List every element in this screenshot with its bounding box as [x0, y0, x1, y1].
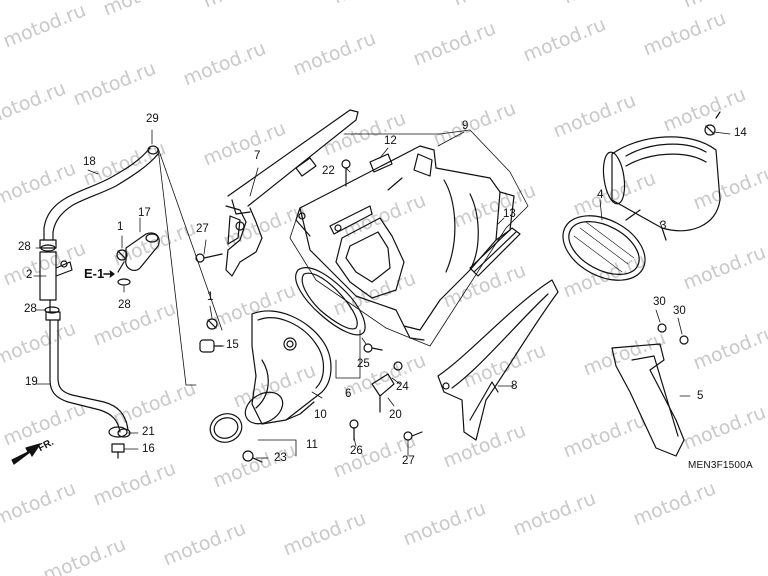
air-cleaner-element-4: [562, 209, 646, 281]
callout-25: 25: [357, 358, 370, 370]
callout-27: 27: [196, 223, 209, 235]
front-arrow: [11, 443, 41, 465]
callout-15: 15: [226, 339, 239, 351]
diagram-code: MEN3F1500A: [688, 460, 753, 471]
part-13: [469, 227, 521, 277]
part-12: [369, 153, 393, 173]
callout-22: 22: [322, 165, 335, 177]
callout-6: 6: [345, 388, 352, 400]
callout-5: 5: [697, 390, 704, 402]
callout-4: 4: [597, 189, 604, 201]
callout-23: 23: [274, 452, 287, 464]
callout-9: 9: [462, 120, 469, 132]
bracket-stay-7: [225, 109, 359, 277]
plug-16: [111, 443, 125, 459]
bolt-27-left: [195, 253, 223, 263]
clip-21: [108, 426, 128, 438]
mud-guard-5: [611, 343, 685, 457]
clip-28-c: [117, 278, 131, 286]
callout-29: 29: [146, 113, 159, 125]
callout-30: 30: [673, 305, 686, 317]
screw-23: [242, 450, 263, 463]
breather-hose-18: [43, 145, 159, 241]
callout-14: 14: [734, 127, 747, 139]
band-11: [209, 391, 284, 443]
bolt-14: [704, 111, 721, 136]
air-filter-3: [602, 136, 721, 241]
bolt-30-a: [657, 323, 667, 333]
gasket-6: [295, 267, 366, 336]
callout-3: 3: [660, 220, 667, 232]
breather-joint-2: [39, 239, 73, 301]
cap-17: [117, 232, 160, 273]
callout-17: 17: [138, 207, 151, 219]
callout-24: 24: [396, 381, 409, 393]
callout-1: 1: [207, 291, 214, 303]
callout-18: 18: [83, 156, 96, 168]
bolt-27-right: [403, 431, 423, 441]
callout-30: 30: [653, 296, 666, 308]
callout-27: 27: [402, 455, 415, 467]
callout-8: 8: [511, 380, 518, 392]
clip-1-right: [206, 318, 218, 330]
callout-20: 20: [389, 409, 402, 421]
callout-16: 16: [142, 443, 155, 455]
clip-1-left: [116, 249, 128, 261]
bolt-25: [363, 343, 383, 353]
screw-22: [341, 159, 351, 187]
joint-20: [371, 361, 403, 413]
callout-26: 26: [350, 445, 363, 457]
callout-2: 2: [26, 269, 33, 281]
callout-19: 19: [25, 376, 38, 388]
bolt-26: [349, 419, 359, 441]
bolt-30-b: [679, 335, 689, 345]
callout-13: 13: [503, 208, 516, 220]
section-ref-label: E-1: [84, 266, 105, 281]
callout-28: 28: [18, 241, 31, 253]
leader-lines: [33, 129, 731, 459]
callout-11: 11: [306, 439, 318, 451]
side-cover-8: [437, 279, 559, 441]
callout-28: 28: [24, 303, 37, 315]
callout-1: 1: [117, 221, 124, 233]
callout-10: 10: [314, 409, 327, 421]
tube-19: [45, 299, 131, 438]
connecting-tube-10: [251, 310, 332, 425]
callout-12: 12: [384, 135, 397, 147]
callout-21: 21: [142, 426, 155, 438]
callout-7: 7: [254, 150, 261, 162]
callout-28: 28: [118, 299, 131, 311]
